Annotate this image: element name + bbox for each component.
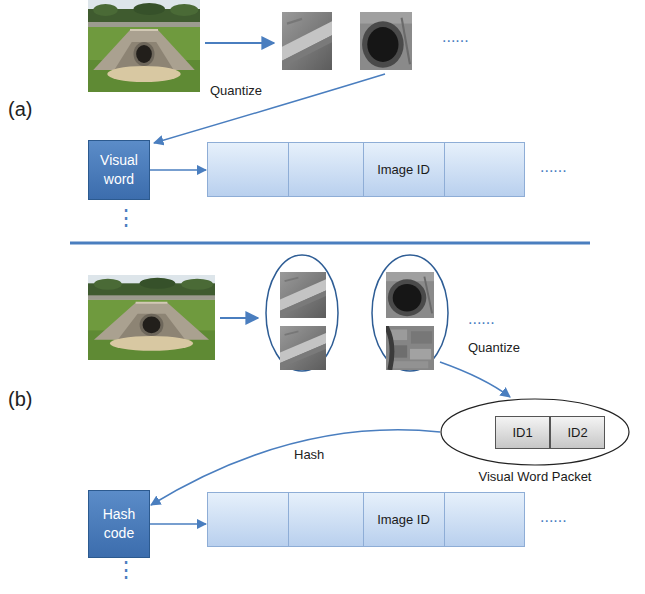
image-patch [280, 272, 326, 318]
box-label: Visual word [92, 151, 146, 189]
image-id-cell: Image ID [363, 493, 444, 546]
divider [70, 242, 590, 245]
image-patch [386, 326, 434, 370]
quantize-arrow [440, 362, 510, 397]
id-box: ID2 [550, 416, 605, 449]
packet-heading: Visual Word Packet [479, 469, 592, 484]
arrow [205, 42, 274, 44]
ellipsis-mark: ⋮ [113, 558, 139, 582]
panel-letter: (b) [6, 388, 34, 410]
cell-divider [444, 143, 445, 196]
cell-divider [363, 493, 364, 546]
photo [88, 275, 215, 360]
visual-word-box: Hash code [88, 490, 150, 558]
ellipsis-mark: ⋮ [113, 206, 139, 230]
image-patch [280, 326, 326, 370]
box-label: Hash code [92, 505, 146, 543]
image-patch [386, 272, 434, 318]
patch-group [266, 255, 338, 371]
id-label: ID2 [567, 425, 587, 440]
cell-label: Image ID [377, 512, 430, 527]
panel-letter: (a) [6, 98, 34, 120]
cell-divider [363, 143, 364, 196]
posting-list-bar: Image ID [207, 492, 525, 547]
cell-divider [444, 493, 445, 546]
id-box: ID1 [495, 416, 550, 449]
cell-divider [288, 143, 289, 196]
cell-label: Image ID [377, 162, 430, 177]
step-label: Quantize [466, 341, 522, 355]
image-patch [282, 12, 332, 70]
ellipsis-mark: ...... [538, 158, 569, 176]
id-label: ID1 [512, 425, 532, 440]
connector-arrow [150, 523, 206, 525]
quantize-arrow [154, 74, 385, 143]
ellipsis-mark: ...... [466, 310, 497, 328]
patch-group [372, 255, 448, 371]
photo [88, 0, 200, 92]
connector-arrow [150, 169, 206, 171]
image-id-cell: Image ID [363, 143, 444, 196]
step-label: Quantize [208, 84, 264, 98]
visual-word-box: Visual word [88, 140, 150, 200]
posting-list-bar: Image ID [207, 142, 525, 197]
image-patch [360, 12, 412, 70]
ellipsis-mark: ...... [538, 508, 569, 526]
arrow [220, 317, 258, 319]
packet-ellipse: Visual Word PacketID1ID2 [440, 398, 630, 466]
edge-label: Hash [292, 447, 326, 462]
cell-divider [288, 493, 289, 546]
ellipsis-mark: ...... [440, 28, 471, 46]
